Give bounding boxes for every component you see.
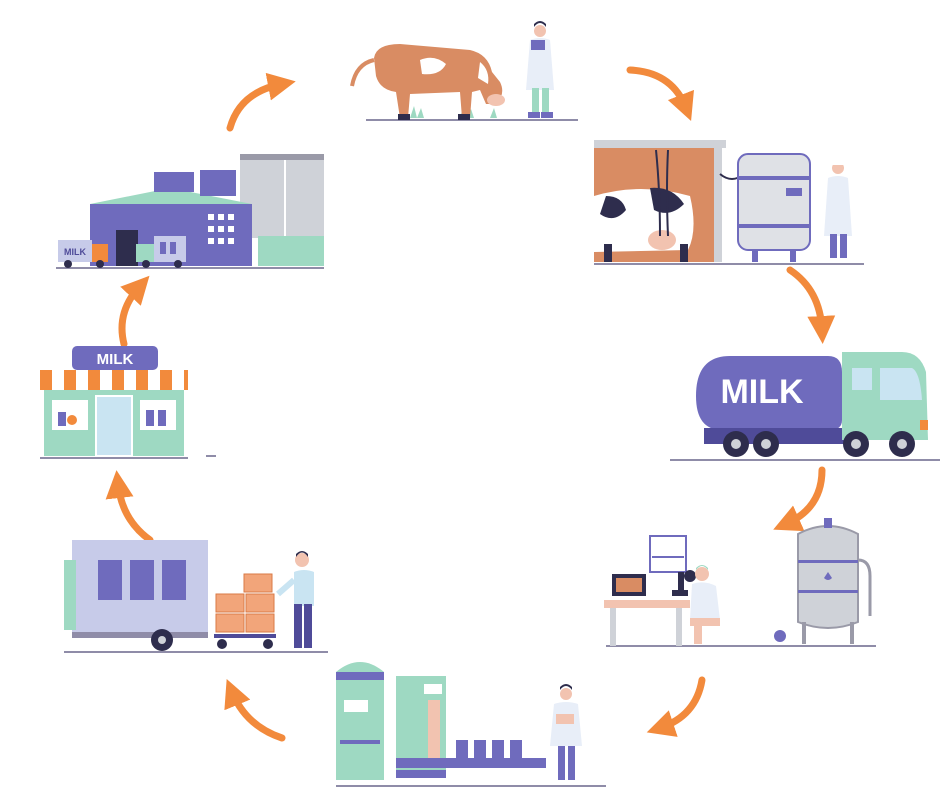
technician-icon xyxy=(824,160,852,258)
delivery-truck-stage xyxy=(64,540,328,653)
farmer-icon xyxy=(526,21,554,118)
milking-stage xyxy=(594,140,864,265)
milk-store-stage: MILK xyxy=(40,346,216,459)
factory-delivery-truck xyxy=(136,236,186,268)
milk-tanker-stage: MILK xyxy=(670,352,940,461)
store-sign-label: MILK xyxy=(97,351,134,368)
cow-grazing-stage xyxy=(350,21,578,121)
tanker-label: MILK xyxy=(720,373,804,411)
arrow-grazing-to-milking xyxy=(626,66,694,122)
milk-cartons xyxy=(456,740,522,758)
factory-truck-milk: MILK xyxy=(58,240,108,268)
tanker-cab xyxy=(842,352,928,440)
filling-machine xyxy=(396,676,446,778)
worker-icon xyxy=(550,684,582,780)
factory-truck-label: MILK xyxy=(64,247,86,257)
grass xyxy=(410,104,497,118)
factory-windows xyxy=(208,214,234,244)
conveyor-belt xyxy=(396,758,546,768)
lab-testing-stage xyxy=(604,518,876,647)
steel-silo-icon xyxy=(774,518,872,644)
scientist-icon xyxy=(690,565,720,644)
lab-chart xyxy=(649,535,687,573)
processing-line-stage xyxy=(336,662,606,787)
store-door xyxy=(95,395,133,457)
cow-icon xyxy=(350,44,505,120)
cycle-arrows xyxy=(105,66,836,742)
microscope-icon xyxy=(672,570,696,596)
tanker-wheels xyxy=(723,431,915,457)
dairy-factory-stage: MILK xyxy=(56,154,324,269)
factory-silos xyxy=(240,154,324,238)
arrow-factory-to-grazing xyxy=(226,72,296,132)
arrow-processing-to-delivery xyxy=(224,679,286,742)
pasteurizer-machine xyxy=(336,662,384,780)
arrow-store-to-factory xyxy=(118,275,150,348)
store-sign xyxy=(72,346,158,370)
arrow-delivery-to-store xyxy=(105,470,154,544)
delivery-person-icon xyxy=(276,551,314,648)
milk-storage-tank xyxy=(737,153,811,262)
store-awning xyxy=(40,370,188,390)
hand-truck-boxes xyxy=(214,573,276,649)
arrow-lab-to-processing xyxy=(646,676,706,737)
tanker-tank xyxy=(696,356,842,430)
arrow-milking-to-tanker xyxy=(786,266,836,344)
truck-carton-graphics xyxy=(98,560,186,600)
store-window-left xyxy=(52,400,88,430)
arrow-tanker-to-lab xyxy=(773,466,826,532)
